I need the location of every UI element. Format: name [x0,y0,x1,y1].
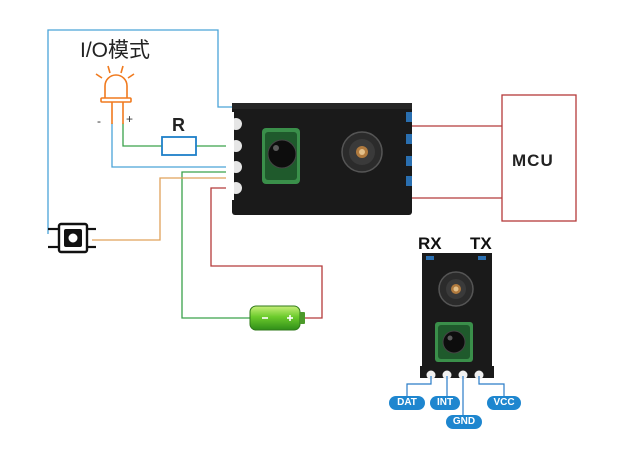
io-mode-label: I/O模式 [80,39,151,62]
pin-leader-lines [406,376,505,415]
resistor-icon [161,136,197,156]
sensor-module-small-icon [414,253,496,380]
wire-vcc-battery [210,187,323,319]
rx-label: RX [418,234,442,253]
pin-badge-vcc: VCC [487,396,521,410]
sensor-module-icon [226,103,412,215]
tx-label: TX [470,234,492,253]
pin-badge-gnd: GND [446,415,482,429]
mcu-label: MCU [512,151,554,170]
pin-badge-dat: DAT [389,396,425,410]
wire-led-plus [122,123,162,147]
led-minus-label: - [97,114,101,128]
mcu-box [501,94,577,222]
wire-button-to-pin1 [47,29,238,234]
wire-button-out [92,177,238,241]
wire-led-minus [111,123,238,168]
led-plus-label: + [126,112,134,126]
led-icon [95,65,135,124]
resistor-label: R [172,115,185,135]
pin-badge-int: INT [430,396,460,410]
push-button-icon [48,222,96,254]
wire-gnd-battery [181,171,250,319]
battery-icon [249,305,305,331]
